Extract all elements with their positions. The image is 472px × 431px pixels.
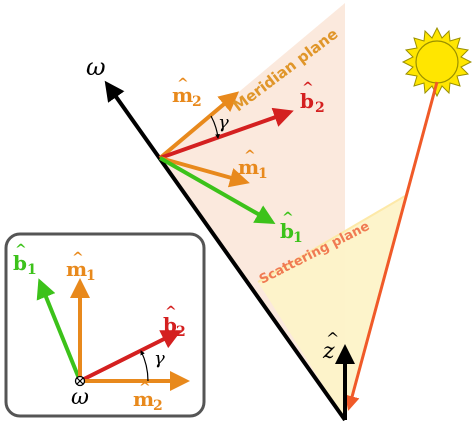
svg-text:b: b bbox=[300, 89, 314, 113]
inset-b2-vector bbox=[79, 330, 182, 383]
svg-text:m: m bbox=[133, 387, 154, 411]
svg-text:2: 2 bbox=[315, 100, 325, 116]
scattering-plane-edge bbox=[257, 195, 406, 283]
m1-label: ^ m 1 bbox=[238, 148, 268, 182]
b1-vector bbox=[159, 156, 276, 224]
inset-omega-label: ω bbox=[71, 385, 89, 410]
svg-text:^: ^ bbox=[244, 148, 256, 164]
svg-text:^: ^ bbox=[165, 304, 177, 320]
svg-text:b: b bbox=[13, 251, 27, 275]
svg-text:z: z bbox=[322, 339, 335, 364]
b2-vector bbox=[159, 107, 294, 160]
svg-text:2: 2 bbox=[153, 398, 163, 414]
m2-label: ^ m 2 bbox=[172, 76, 202, 110]
z-label: ^ z bbox=[322, 329, 339, 364]
svg-text:^: ^ bbox=[282, 210, 294, 226]
svg-text:b: b bbox=[280, 219, 294, 243]
svg-text:m: m bbox=[66, 257, 87, 281]
svg-text:^: ^ bbox=[15, 242, 27, 258]
svg-text:1: 1 bbox=[27, 262, 37, 278]
inset-border bbox=[4, 232, 206, 418]
svg-text:2: 2 bbox=[192, 94, 202, 110]
inset-gamma-label: γ bbox=[154, 348, 165, 369]
m1-vector bbox=[159, 156, 250, 188]
sun-icon bbox=[401, 26, 472, 98]
svg-text:m: m bbox=[238, 155, 259, 179]
inset-gamma-arc bbox=[140, 350, 149, 382]
svg-text:^: ^ bbox=[72, 250, 84, 266]
svg-text:2: 2 bbox=[176, 324, 186, 340]
inset-b1-vector bbox=[36, 278, 82, 382]
svg-text:1: 1 bbox=[293, 230, 303, 246]
sun-ray bbox=[344, 81, 439, 411]
svg-text:m: m bbox=[172, 83, 193, 107]
inset-m2-label: ^ m 2 bbox=[133, 380, 163, 414]
omega-label: ω bbox=[86, 53, 106, 81]
svg-text:1: 1 bbox=[258, 166, 268, 182]
m2-vector bbox=[158, 91, 240, 160]
svg-text:1: 1 bbox=[86, 268, 96, 284]
omega-axis bbox=[104, 80, 347, 422]
inset-b1-label: ^ b 1 bbox=[13, 242, 37, 278]
inset-m1-label: ^ m 1 bbox=[66, 250, 96, 284]
gamma-label: γ bbox=[218, 112, 229, 133]
scattering-plane bbox=[258, 196, 405, 420]
svg-text:^: ^ bbox=[302, 80, 314, 96]
inset-panel: γ ω ^ b 1 ^ m 1 ^ b 2 ^ m 2 bbox=[4, 232, 206, 418]
svg-text:^: ^ bbox=[326, 329, 339, 348]
inset-b2-label: ^ b 2 bbox=[163, 304, 186, 340]
b1-label: ^ b 1 bbox=[280, 210, 303, 246]
b2-label: ^ b 2 bbox=[300, 80, 325, 116]
gamma-arc bbox=[210, 115, 220, 139]
inset-omega-symbol bbox=[74, 375, 86, 387]
svg-text:^: ^ bbox=[177, 76, 189, 92]
svg-text:^: ^ bbox=[139, 380, 151, 396]
svg-text:b: b bbox=[163, 313, 177, 337]
